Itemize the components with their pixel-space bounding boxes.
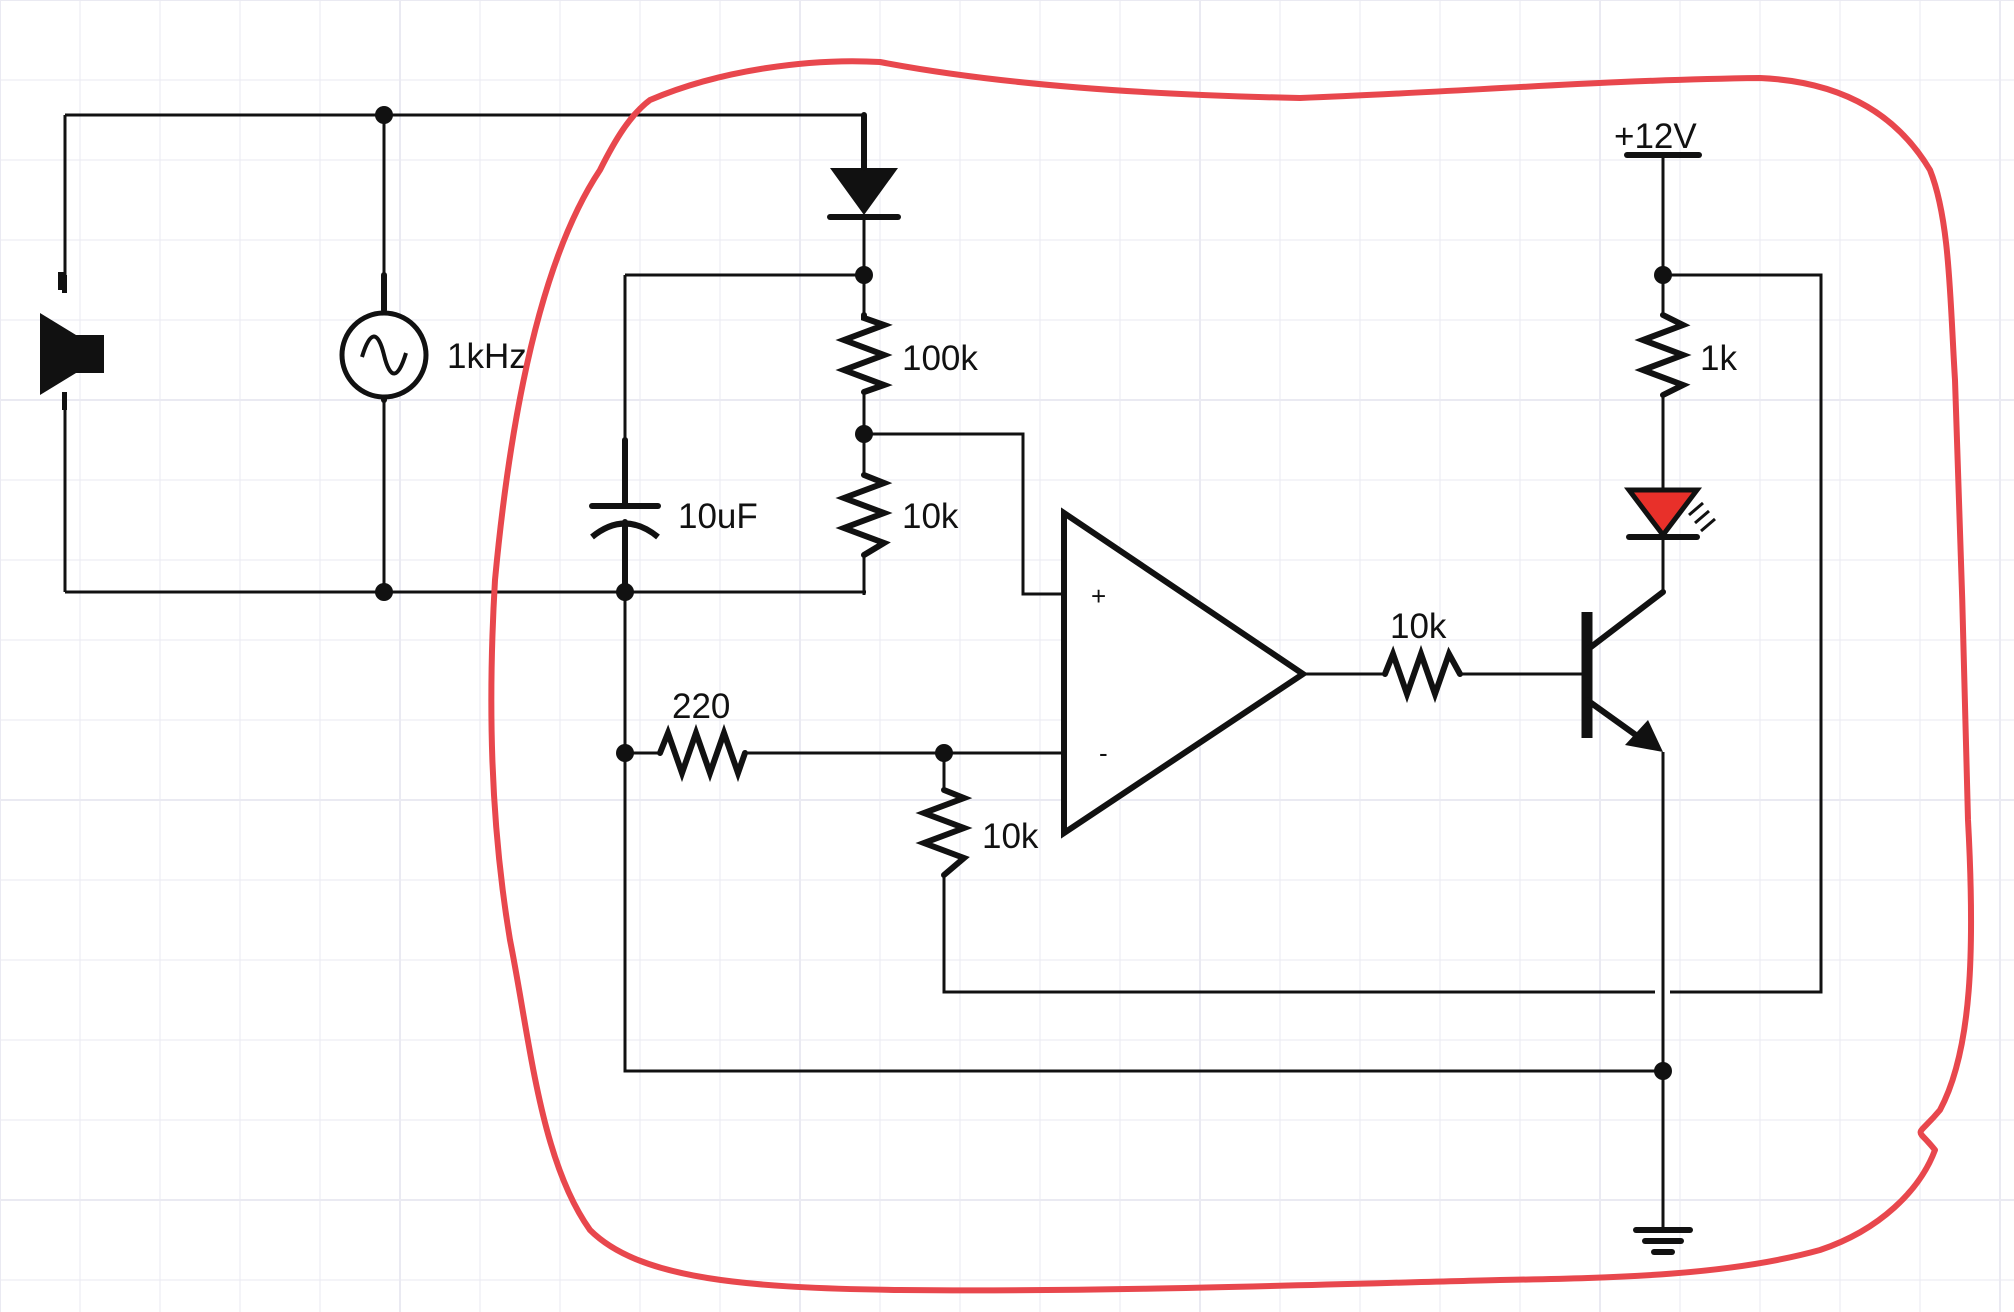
wires xyxy=(63,113,1823,1230)
junction xyxy=(1654,266,1672,284)
junction xyxy=(935,744,953,762)
resistor-10k-base-label: 10k xyxy=(1390,607,1447,646)
wire-to-plus xyxy=(864,432,1064,596)
speaker-icon xyxy=(40,272,104,410)
capacitor-label: 10uF xyxy=(678,497,758,536)
capacitor-icon xyxy=(589,437,661,595)
wire-feedback-right xyxy=(1663,273,1823,994)
resistor-10k-feedback xyxy=(915,787,973,878)
highlight-outline xyxy=(488,58,1975,1294)
resistor-100k xyxy=(835,312,893,395)
resistor-10k-feedback-label: 10k xyxy=(982,817,1039,856)
junction xyxy=(1654,1062,1672,1080)
led-icon xyxy=(1623,487,1716,540)
opamp-icon xyxy=(1061,507,1309,839)
resistor-10k-divider-label: 10k xyxy=(902,497,959,536)
resistor-220 xyxy=(657,723,748,783)
resistor-10k-base xyxy=(1382,644,1463,704)
resistor-10k-divider xyxy=(835,472,893,558)
resistor-220-label: 220 xyxy=(672,687,730,726)
opamp-plus-label: + xyxy=(1091,581,1106,611)
opamp-minus-label: - xyxy=(1099,738,1108,768)
junction xyxy=(855,266,873,284)
junctions xyxy=(375,106,1672,1080)
junction xyxy=(616,744,634,762)
resistor-1k-label: 1k xyxy=(1700,339,1737,378)
ac-source-icon xyxy=(339,272,429,403)
npn-transistor-icon xyxy=(1581,589,1666,752)
supply-label: +12V xyxy=(1614,117,1697,156)
wire-rfb-bottom xyxy=(942,875,1655,994)
junction xyxy=(855,425,873,443)
junction xyxy=(616,583,634,601)
junction xyxy=(375,583,393,601)
resistor-1k xyxy=(1634,312,1692,398)
diode-icon xyxy=(827,112,901,220)
resistor-100k-label: 100k xyxy=(902,339,978,378)
junction xyxy=(375,106,393,124)
source-label: 1kHz xyxy=(447,337,527,376)
ground-icon xyxy=(1633,1227,1693,1255)
